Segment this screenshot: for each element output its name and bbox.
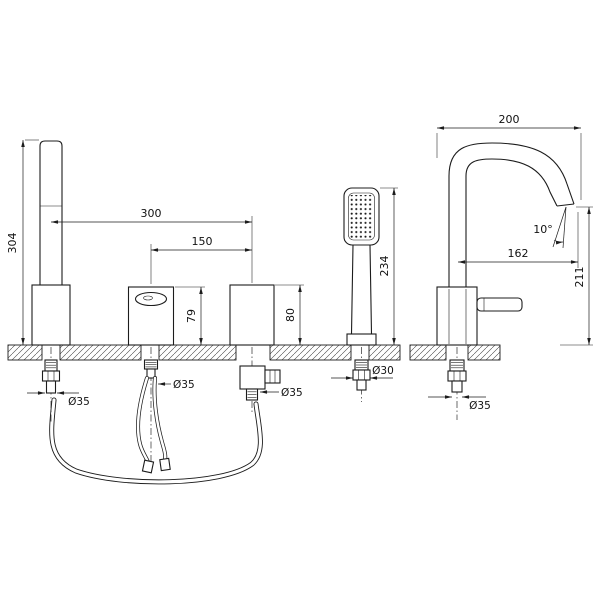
diverter-assembly: [239, 365, 281, 401]
bath-spout: [31, 140, 71, 424]
dim-span-total: 300: [51, 207, 253, 283]
spout-tail-fitting: [41, 359, 61, 394]
hand-shower-tail: [352, 359, 371, 391]
dim-label-angle: 10°: [533, 223, 553, 236]
side-tail-fitting: [447, 347, 467, 420]
side-view: 10° 200 162 211: [409, 113, 593, 420]
dim-side-thread: Ø35: [428, 395, 491, 412]
deck-side: [409, 344, 501, 361]
front-view: 304 300 150 79 80 234: [6, 139, 401, 485]
deck-front: [7, 344, 401, 361]
dim-label-304: 304: [6, 233, 19, 254]
hand-shower: [343, 187, 380, 402]
dim-label-spout-thread: Ø35: [68, 396, 90, 408]
valve-left-tail: [143, 359, 159, 379]
side-handle-lever: [476, 297, 523, 312]
dim-span-inner: 150: [150, 235, 252, 284]
hand-shower-handle: [350, 244, 373, 335]
dim-reach: 200: [436, 113, 582, 200]
dim-label-162: 162: [508, 247, 529, 260]
dim-valve-right-height: 80: [275, 284, 304, 345]
valve-left: [127, 286, 175, 474]
dim-handshower-height: 234: [378, 187, 398, 345]
dim-label-side-thread: Ø35: [469, 400, 491, 412]
dim-label-211: 211: [573, 267, 586, 288]
dim-diverter-thread: Ø35: [260, 387, 303, 399]
dim-spout-thread: Ø35: [27, 391, 90, 408]
side-body: [436, 286, 523, 346]
valve-left-hoses: [136, 376, 171, 474]
valve-left-knob: [134, 291, 168, 307]
dim-label-handshower-thread: Ø30: [372, 365, 394, 377]
dim-label-200: 200: [499, 113, 520, 126]
dim-valve-left-height: 79: [175, 286, 205, 345]
spray-face: [350, 195, 373, 238]
dim-outlet-offset: 162: [458, 212, 579, 268]
hand-shower-holder: [346, 333, 377, 346]
dim-label-79: 79: [185, 309, 198, 323]
dim-label-80: 80: [284, 308, 297, 322]
dim-label-diverter-thread: Ø35: [281, 387, 303, 399]
hose-connector: [159, 457, 171, 472]
dim-label-150: 150: [192, 235, 213, 248]
dim-label-300: 300: [141, 207, 162, 220]
dim-label-234: 234: [378, 256, 391, 277]
hose-connector: [141, 459, 155, 474]
supply-hose-loop: [49, 397, 263, 485]
dim-label-valve-thread: Ø35: [173, 379, 195, 391]
side-spout-gooseneck: [448, 142, 575, 287]
dim-handshower-thread: Ø30: [331, 365, 394, 380]
outlet-angle-annotation: 10°: [533, 206, 567, 249]
valve-right: [229, 284, 281, 412]
dim-outlet-height: 211: [560, 206, 593, 346]
dim-valve-thread: Ø35: [158, 379, 195, 391]
dim-spout-height: 304: [6, 139, 39, 345]
